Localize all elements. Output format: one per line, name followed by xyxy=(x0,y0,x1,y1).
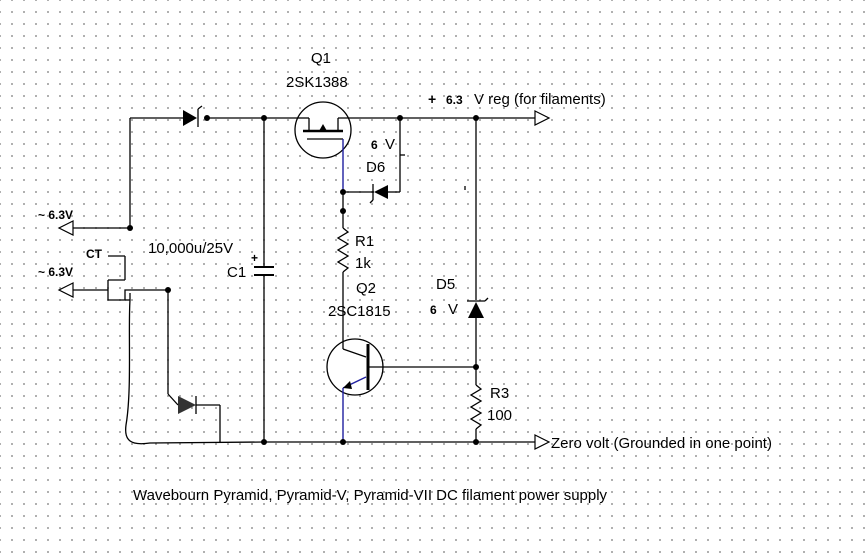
r1-ref: R1 xyxy=(355,233,374,250)
output-voltage: 6.3 xyxy=(446,93,463,107)
d5-volt-unit: V xyxy=(448,301,458,318)
ac-input-1: ~ 6.3V xyxy=(38,208,133,236)
r3-ref: R3 xyxy=(490,385,509,402)
ac-input-1-label: ~ 6.3V xyxy=(38,208,73,222)
q2-ref: Q2 xyxy=(356,280,376,297)
zero-volt-label: Zero volt (Grounded in one point) xyxy=(551,435,772,452)
c1-capacitor: + C1 10,000u/25V xyxy=(148,118,274,442)
input-diode-bottom xyxy=(167,290,221,442)
ac-input-2: ~ 6.3V xyxy=(38,265,108,298)
r1-value: 1k xyxy=(355,255,371,272)
q2-transistor: Q2 2SC1815 xyxy=(326,280,476,442)
q1-ref: Q1 xyxy=(311,50,331,67)
output-port: + 6.3 V reg (for filaments) xyxy=(428,91,606,126)
top-rail xyxy=(129,117,535,228)
d5-ref: D5 xyxy=(436,276,455,293)
ac-input-2-label: ~ 6.3V xyxy=(38,265,73,279)
d5-volt-num: 6 xyxy=(430,303,437,317)
output-label: V reg (for filaments) xyxy=(474,91,606,108)
ct-label: CT xyxy=(86,247,103,261)
diagram-title: Wavebourn Pyramid, Pyramid-V, Pyramid-VI… xyxy=(133,487,608,504)
d5-zener: D5 6 V xyxy=(430,118,489,385)
c1-polarity: + xyxy=(251,251,258,265)
d6-ref: D6 xyxy=(366,159,385,176)
q1-mosfet: Q1 2SK1388 xyxy=(286,50,355,192)
c1-value: 10,000u/25V xyxy=(148,240,233,257)
r3-value: 100 xyxy=(487,407,512,424)
d6-volt-unit: V xyxy=(385,136,395,153)
r1-resistor: R1 1k xyxy=(336,192,374,340)
r3-resistor: R3 100 xyxy=(469,384,512,442)
input-diode-top xyxy=(183,105,210,127)
output-plus: + xyxy=(428,91,436,107)
c1-ref: C1 xyxy=(227,264,246,281)
d6-volt-num: 6 xyxy=(371,138,378,152)
q1-part: 2SK1388 xyxy=(286,74,348,91)
d6-zener: 6 V D6 xyxy=(343,118,401,204)
center-tap: CT xyxy=(86,247,168,301)
q2-part: 2SC1815 xyxy=(328,303,391,320)
bottom-rail: Zero volt (Grounded in one point) xyxy=(124,293,772,452)
